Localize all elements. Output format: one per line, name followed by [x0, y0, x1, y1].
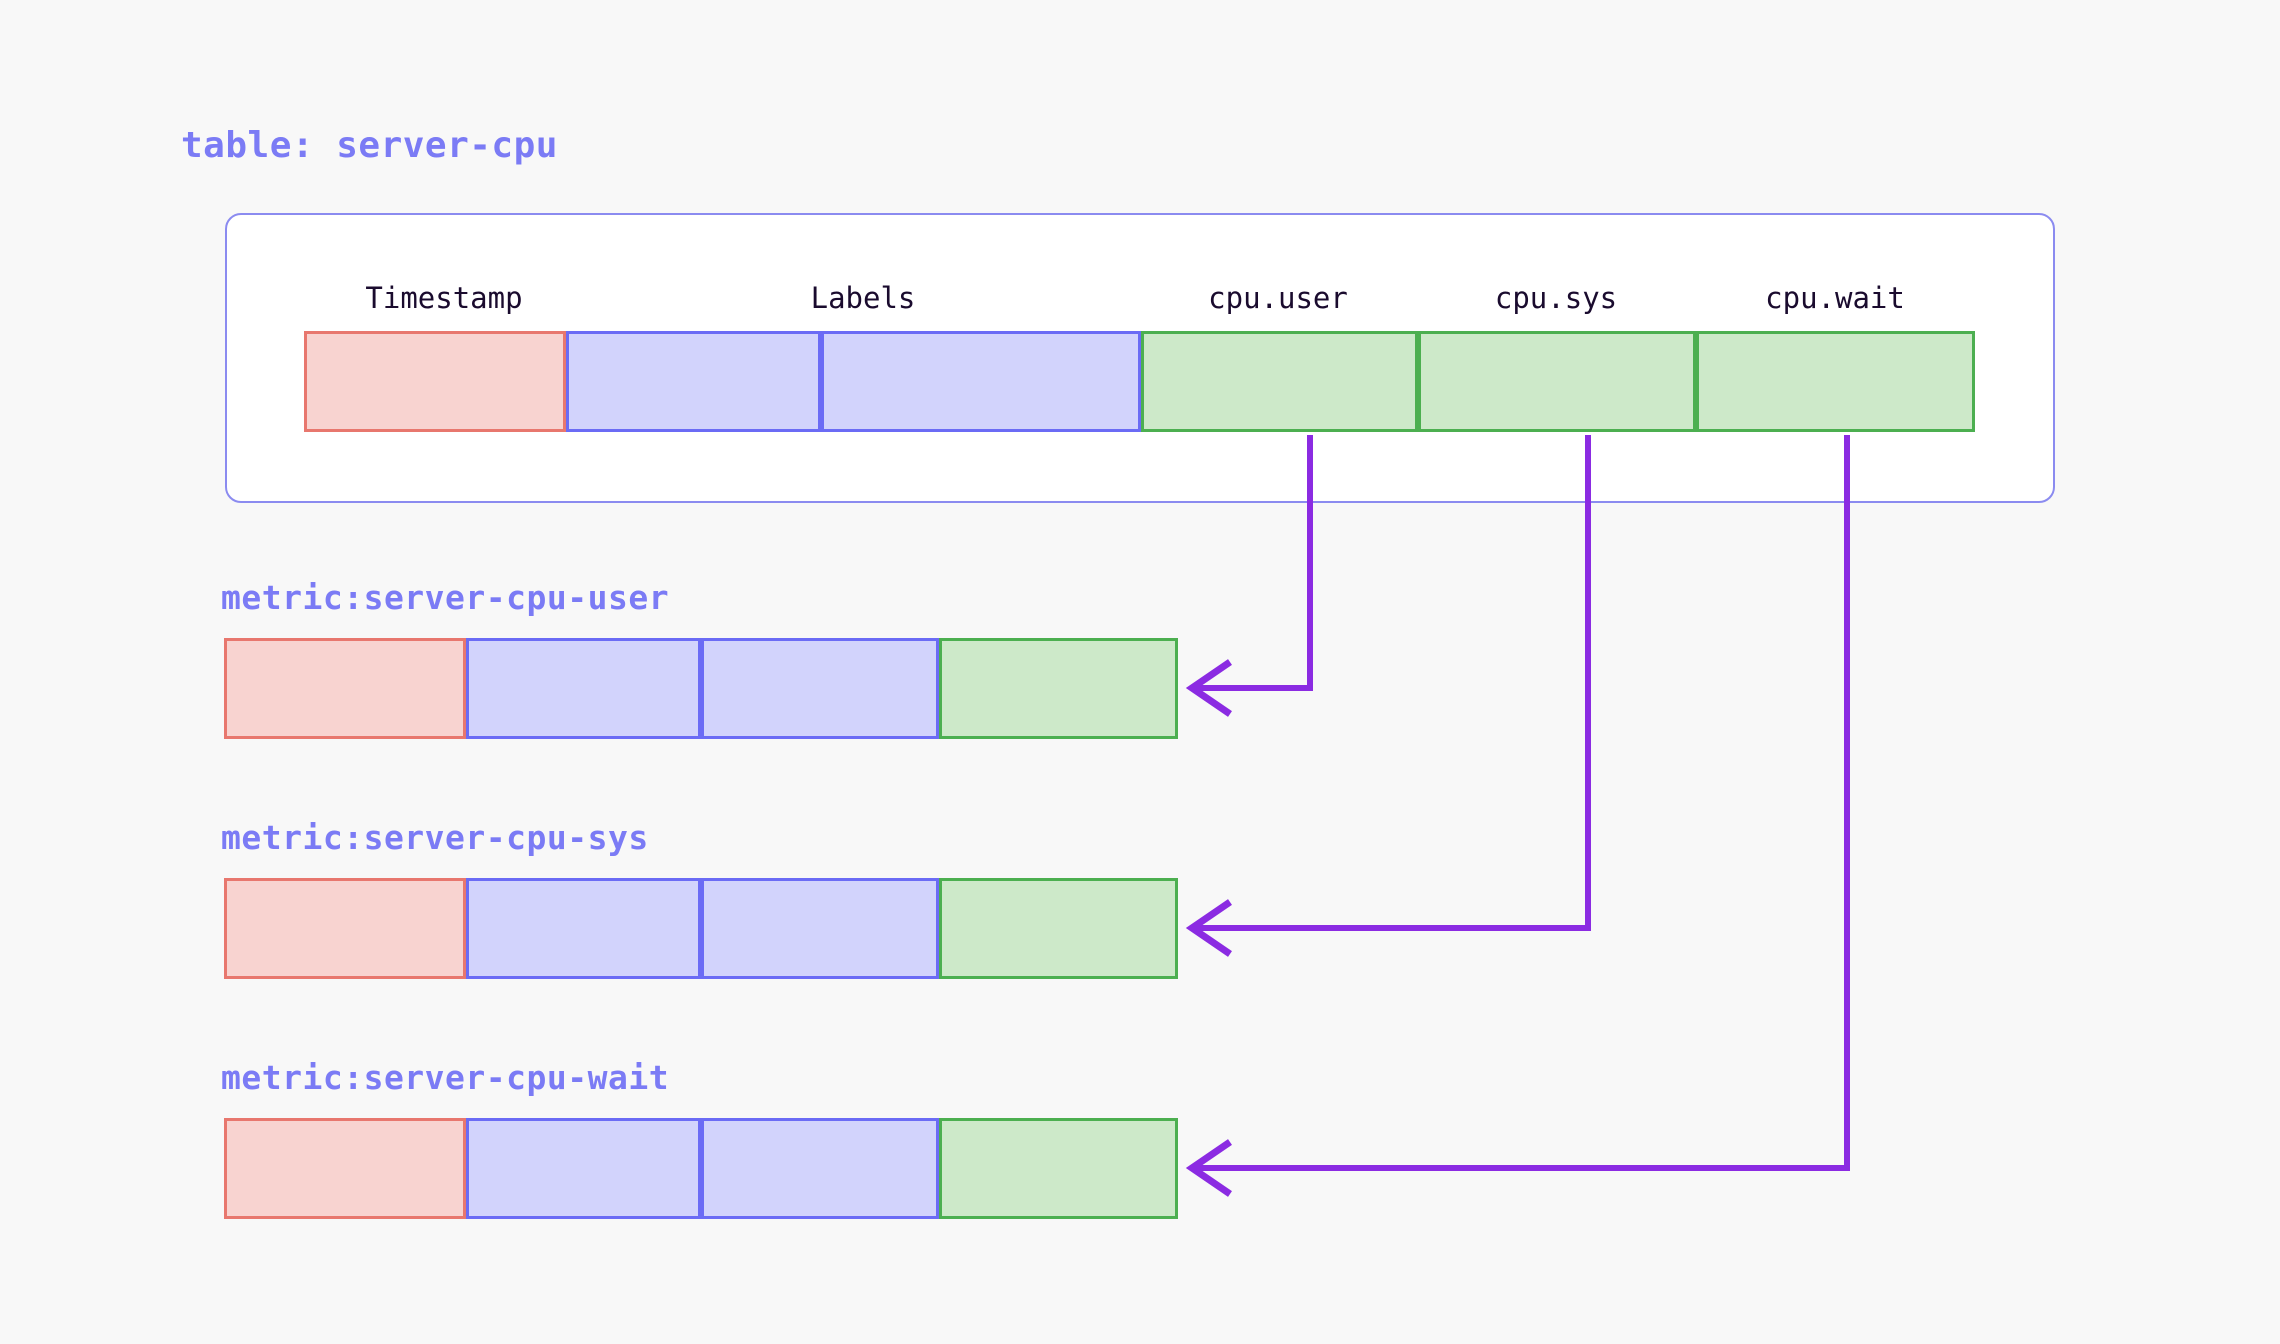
table-cell-value [1696, 331, 1975, 432]
metric-cell-timestamp [224, 638, 466, 739]
metric-row-server-cpu-sys [224, 878, 1178, 979]
metric-cell-value [939, 878, 1178, 979]
table-cell-value [1418, 331, 1696, 432]
column-header-timestamp: Timestamp [365, 281, 523, 315]
metric-cell-labels [701, 878, 939, 979]
table-cell-labels [566, 331, 821, 432]
metric-cell-labels [466, 878, 701, 979]
arrow-head-icon [1185, 659, 1232, 717]
table-cell-value [1141, 331, 1418, 432]
column-header-cpu-wait: cpu.wait [1765, 281, 1905, 315]
table-cell-labels [821, 331, 1141, 432]
arrow-head-icon [1185, 1139, 1232, 1197]
table-title: table: server-cpu [181, 125, 558, 166]
column-header-labels: Labels [810, 281, 916, 315]
metric-cell-value [939, 1118, 1178, 1219]
arrow-head-icon [1185, 899, 1232, 957]
column-header-cpu-user: cpu.user [1208, 281, 1348, 315]
metric-cell-timestamp [224, 878, 466, 979]
metric-cell-value [939, 638, 1178, 739]
metric-title-server-cpu-sys: metric:server-cpu-sys [221, 818, 649, 857]
metric-cell-labels [701, 1118, 939, 1219]
metric-title-server-cpu-wait: metric:server-cpu-wait [221, 1058, 670, 1097]
connector-cpu-sys [1185, 435, 1591, 957]
metric-cell-labels [466, 1118, 701, 1219]
column-header-cpu-sys: cpu.sys [1494, 281, 1618, 315]
metric-row-server-cpu-wait [224, 1118, 1178, 1219]
metric-cell-labels [466, 638, 701, 739]
connector-cpu-wait [1185, 435, 1850, 1197]
metric-row-server-cpu-user [224, 638, 1178, 739]
metric-cell-labels [701, 638, 939, 739]
table-cell-timestamp [304, 331, 566, 432]
metric-cell-timestamp [224, 1118, 466, 1219]
metric-title-server-cpu-user: metric:server-cpu-user [221, 578, 670, 617]
